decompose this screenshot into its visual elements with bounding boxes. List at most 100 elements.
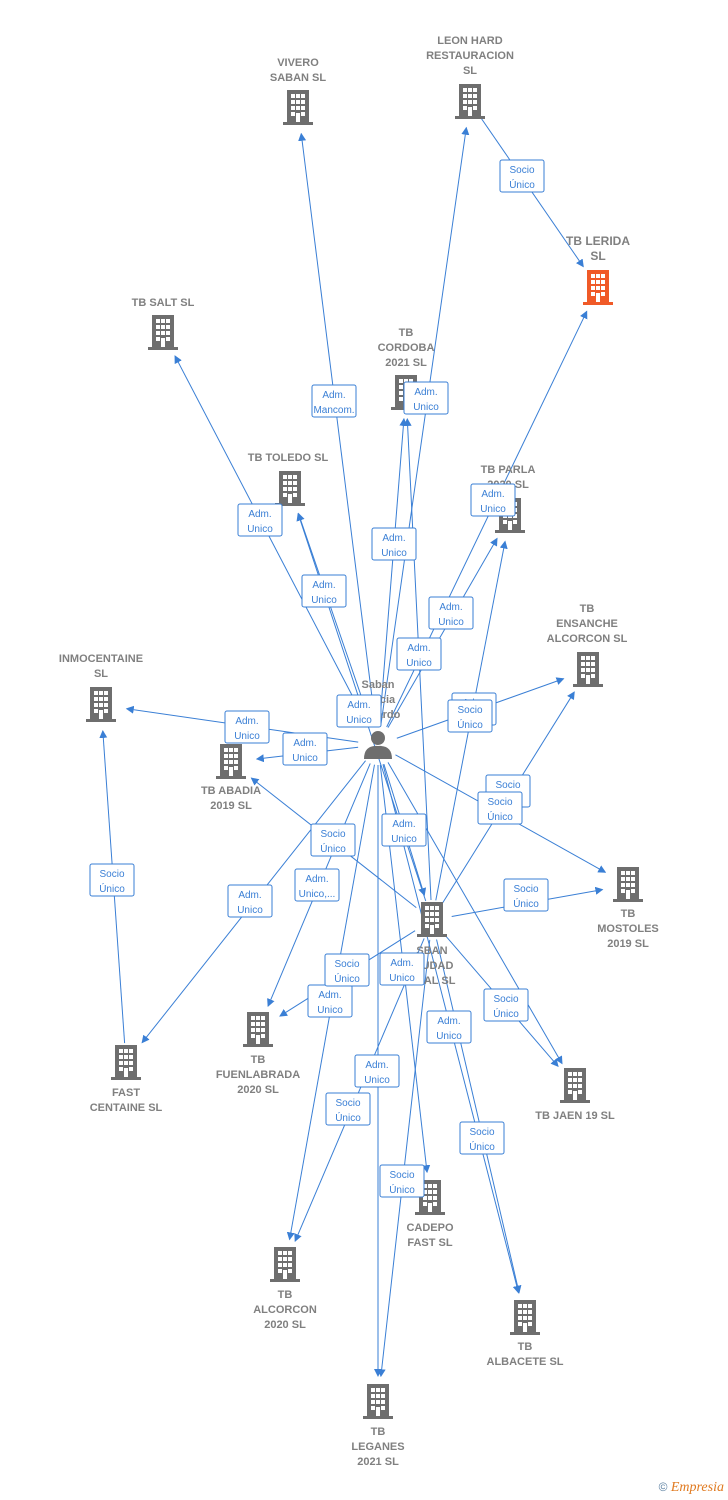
edge-label-person-to-sban[interactable]: Adm.Unico bbox=[379, 952, 425, 986]
edge-label-box bbox=[499, 159, 545, 193]
edge-label-person-to-ensanche[interactable]: Adm.Unico bbox=[224, 710, 270, 744]
node-label-salt: TB SALT SL bbox=[132, 297, 195, 309]
node-leon[interactable] bbox=[455, 84, 485, 119]
node-inmocentaine[interactable] bbox=[86, 687, 116, 722]
node-label-line: VIVERO bbox=[277, 57, 319, 69]
edge-labels-layer: SocioÚnicoAdm.Mancom.Adm.UnicoAdm.UnicoA… bbox=[89, 159, 549, 1198]
node-vivero[interactable] bbox=[283, 90, 313, 125]
edge-label-text: Adm. bbox=[238, 890, 261, 901]
node-label-line: ALCORCON SL bbox=[547, 633, 628, 645]
node-label-line: TB bbox=[371, 1426, 386, 1438]
node-label-line: SABAN SL bbox=[270, 72, 327, 84]
edge-person-to-cordoba bbox=[379, 417, 408, 726]
edge-label-box bbox=[325, 1092, 371, 1126]
node-label-line: TB TOLEDO SL bbox=[248, 452, 329, 464]
brand-logo[interactable]: Empresia bbox=[670, 1480, 724, 1495]
node-label-line: TB bbox=[251, 1054, 266, 1066]
edge-label-text: Único bbox=[493, 1007, 519, 1020]
node-fast[interactable] bbox=[111, 1045, 141, 1080]
building-icon bbox=[111, 1045, 141, 1080]
edge-label-person-to-cordoba[interactable]: Adm.Unico bbox=[237, 503, 283, 537]
edge-leon-to-lerida bbox=[480, 118, 584, 268]
edge-label-box bbox=[477, 791, 523, 825]
edge-label-person-to-alcorcon[interactable]: Adm.Unico bbox=[426, 1010, 472, 1044]
edge-label-text: Único bbox=[509, 178, 535, 191]
edge-label-person-to-jaen[interactable]: Adm.Unico bbox=[307, 984, 353, 1018]
edge-label-person-to-parla[interactable]: Adm.Unico bbox=[428, 596, 474, 630]
edge-label-text: Socio bbox=[457, 705, 482, 716]
edge-label-person-to-salt[interactable]: Adm.Unico bbox=[301, 574, 347, 608]
edge-label-person-to-fuenlabrada[interactable]: Adm.Unico bbox=[381, 813, 427, 847]
node-label-line: TB JAEN 19 SL bbox=[535, 1110, 615, 1122]
edge-label-person-to-inmocentaine[interactable]: Adm.Unico bbox=[282, 732, 328, 766]
node-sban[interactable] bbox=[417, 902, 447, 937]
building-icon bbox=[560, 1068, 590, 1103]
edge-label-text: Adm. bbox=[390, 958, 413, 969]
building-icon bbox=[510, 1300, 540, 1335]
node-label-line: CENTAINE SL bbox=[90, 1102, 163, 1114]
node-lerida[interactable] bbox=[583, 270, 613, 305]
node-alcorcon[interactable] bbox=[270, 1247, 300, 1282]
node-fuenlabrada[interactable] bbox=[243, 1012, 273, 1047]
edge-label-text: Socio bbox=[335, 1098, 360, 1109]
edge-label-text: Socio bbox=[99, 869, 124, 880]
node-label-line: 2019 SL bbox=[607, 938, 649, 950]
node-label-line: CADEPO bbox=[406, 1222, 454, 1234]
edge-label-person-to-albacete[interactable]: Adm.Unico bbox=[354, 1054, 400, 1088]
building-icon bbox=[270, 1247, 300, 1282]
edge-label-text: Adm. bbox=[382, 533, 405, 544]
node-toledo[interactable] bbox=[275, 471, 305, 506]
building-icon bbox=[275, 471, 305, 506]
edge-label-person-to-fast[interactable]: Adm.Unico,... bbox=[294, 868, 340, 902]
edge-label-person-to-cadepo[interactable]: Adm.Unico bbox=[336, 694, 382, 728]
node-albacete[interactable] bbox=[510, 1300, 540, 1335]
edge-label-text: Único bbox=[389, 1183, 415, 1196]
edge-label-text: Socio bbox=[389, 1170, 414, 1181]
copyright-icon: © bbox=[658, 1480, 668, 1494]
edge-person-to-vivero bbox=[298, 132, 377, 726]
node-label-line: CORDOBA bbox=[378, 342, 435, 354]
edge-label-text: Unico bbox=[346, 715, 372, 726]
edge-label-box bbox=[428, 596, 474, 630]
edge-label-box bbox=[381, 813, 427, 847]
node-ensanche[interactable] bbox=[573, 652, 603, 687]
edge-label-text: Adm. bbox=[437, 1016, 460, 1027]
edge-label-text: Adm. bbox=[365, 1060, 388, 1071]
node-person[interactable] bbox=[364, 731, 392, 759]
edge-label-person-to-leganes[interactable]: Adm.Unico bbox=[396, 637, 442, 671]
node-leganes[interactable] bbox=[363, 1384, 393, 1419]
node-label-line: TB bbox=[518, 1341, 533, 1353]
edge-label-box bbox=[470, 483, 516, 517]
building-icon bbox=[216, 744, 246, 779]
edge-label-person-to-mostoles[interactable]: Adm.Unico bbox=[227, 884, 273, 918]
node-jaen[interactable] bbox=[560, 1068, 590, 1103]
edge-label-person-to-vivero[interactable]: Adm.Mancom. bbox=[311, 384, 357, 418]
edge-label-person-to-lerida[interactable]: Adm.Unico bbox=[371, 527, 417, 561]
edge-label-person-to-toledo[interactable]: Adm.Unico bbox=[470, 483, 516, 517]
edge-label-text: Único bbox=[469, 1140, 495, 1153]
edge-label-person-to-leon[interactable]: Adm.Unico bbox=[403, 381, 449, 415]
node-mostoles[interactable] bbox=[613, 867, 643, 902]
building-icon bbox=[86, 687, 116, 722]
edge-label-box bbox=[403, 381, 449, 415]
node-abadia[interactable] bbox=[216, 744, 246, 779]
node-label-line: TB LERIDA bbox=[566, 234, 630, 248]
node-label-line: ENSANCHE bbox=[556, 618, 618, 630]
node-salt[interactable] bbox=[148, 315, 178, 350]
edge-label-text: Único bbox=[457, 718, 483, 731]
